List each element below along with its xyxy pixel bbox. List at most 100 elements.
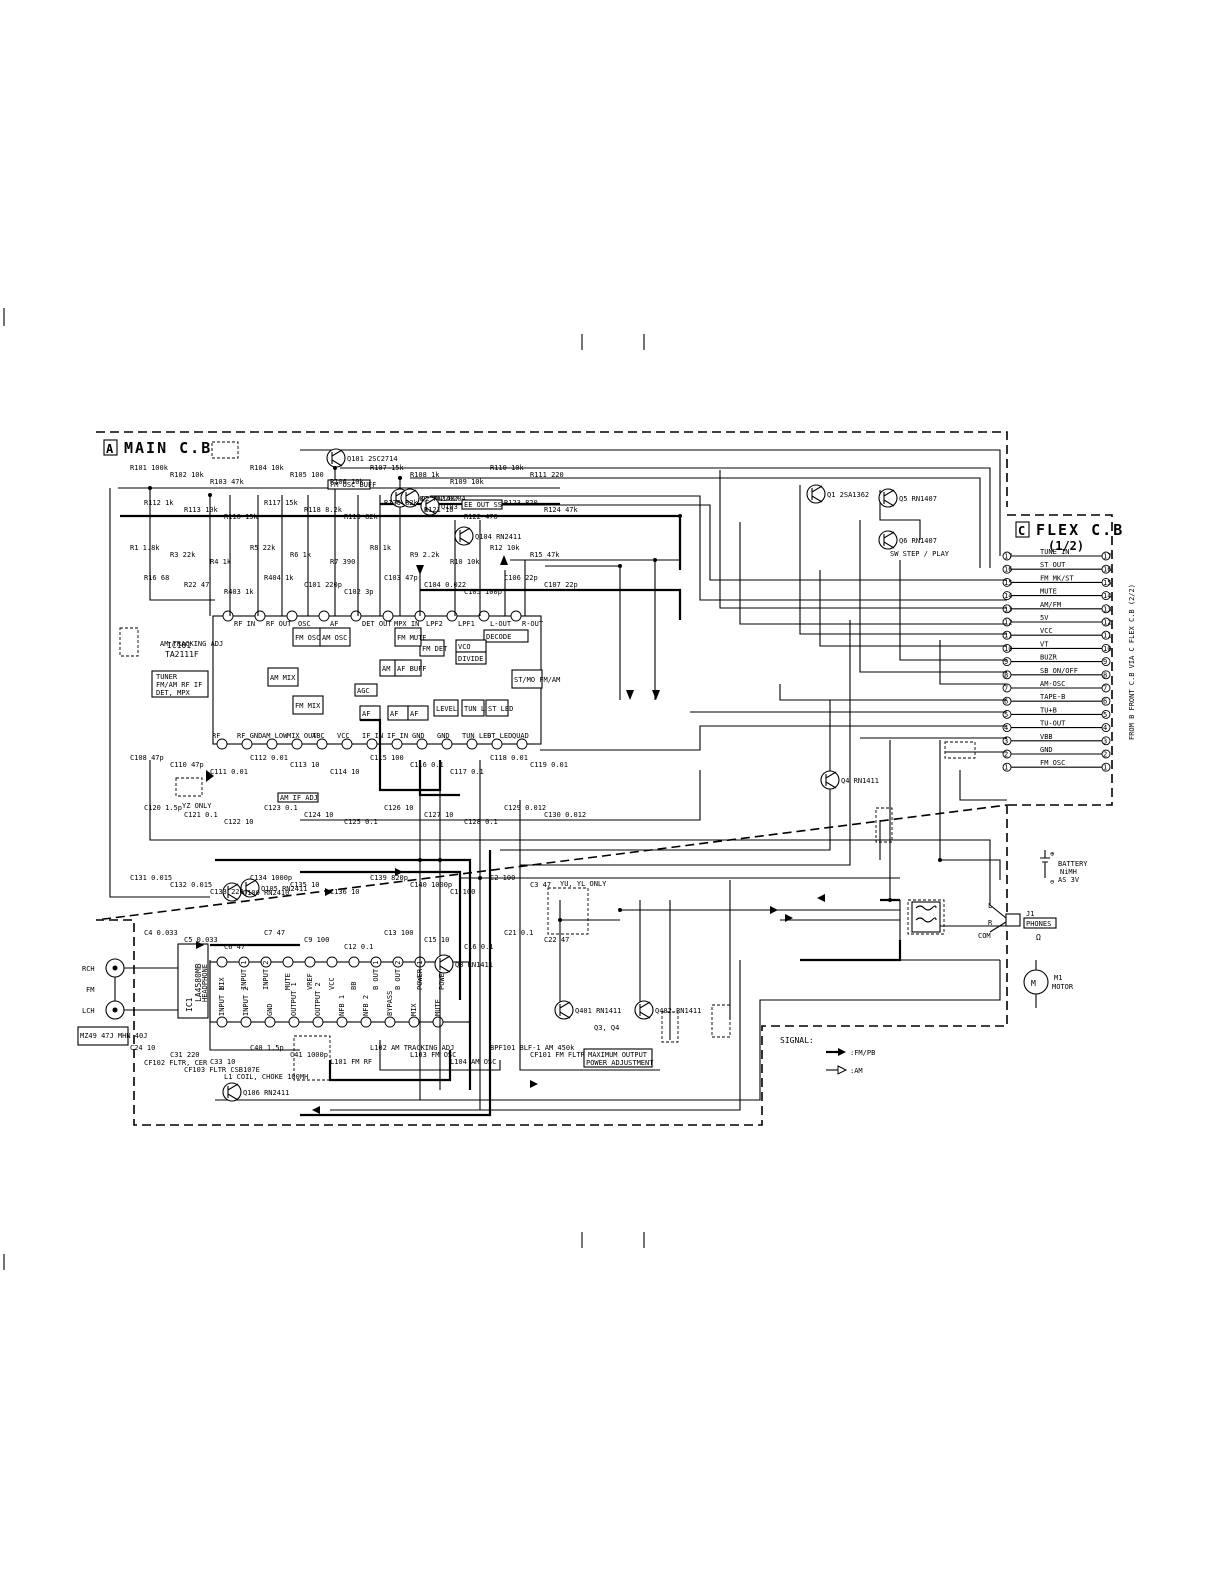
ic1-bottom-pin bbox=[408, 1016, 420, 1028]
component-label: R12 10k bbox=[490, 544, 520, 552]
ic1-top-pin bbox=[238, 956, 250, 968]
ic101-top-pin-label: MPX IN bbox=[394, 620, 419, 628]
ic1-bottom-pin bbox=[312, 1016, 324, 1028]
flex-board-name: FLEX C.B bbox=[1036, 521, 1124, 539]
flex-pin-right bbox=[1101, 736, 1111, 746]
component-label: R106 10k bbox=[330, 478, 365, 486]
ic1-top-pin-label: BB bbox=[350, 982, 358, 990]
ic101-block-label: AF bbox=[410, 710, 418, 718]
junctions bbox=[148, 466, 942, 922]
ic101-desc-1: TUNER bbox=[156, 673, 178, 681]
ic101-bottom-pin-label: RF bbox=[212, 732, 220, 740]
component-label: C5 0.033 bbox=[184, 936, 218, 944]
ic101-bottom-pin bbox=[491, 738, 503, 750]
component-label: C102 3p bbox=[344, 588, 374, 596]
battery-spec: NiMH bbox=[1060, 868, 1077, 876]
phones-label: PHONES bbox=[1026, 920, 1051, 928]
flex-pin-right bbox=[1101, 591, 1111, 601]
flex-pin-right bbox=[1101, 617, 1111, 627]
flex-pin-number-left: 12 bbox=[1004, 619, 1012, 627]
flex-pin-number-left: 11 bbox=[1004, 632, 1012, 640]
transistor-label: Q105 RN2411 bbox=[261, 885, 307, 893]
ic101-bottom-pin bbox=[366, 738, 378, 750]
component-label: C135 10 bbox=[290, 881, 320, 889]
ic101-block bbox=[319, 627, 351, 647]
ic101-top-pin bbox=[254, 610, 266, 622]
ic101-block-label: AM OSC bbox=[322, 634, 347, 642]
am-tracking-tag: AM TRACKING ADJ bbox=[160, 640, 223, 648]
ic101-block-label: AGC bbox=[357, 687, 370, 695]
component-label: C131 0.015 bbox=[130, 874, 172, 882]
component-label: C121 0.1 bbox=[184, 811, 218, 819]
phones-r: R bbox=[988, 919, 993, 927]
component-label: C40 1.5p bbox=[250, 1044, 284, 1052]
transistor-label: Q2 RN1407 bbox=[421, 495, 459, 503]
flex-pin-right bbox=[1101, 696, 1111, 706]
component-label: C119 0.01 bbox=[530, 761, 568, 769]
ic1-top-pin bbox=[326, 956, 338, 968]
ic101-bottom-pin bbox=[391, 738, 403, 750]
ic101-block-label: FM OSC bbox=[295, 634, 320, 642]
flex-pin-right bbox=[1101, 551, 1111, 561]
phones-jack: J1 PHONES Ω L R COM bbox=[978, 902, 1057, 942]
ic101-bottom-pin-label: IF IN bbox=[362, 732, 383, 740]
ic101-part: TA2111F bbox=[165, 650, 199, 659]
ic101-block bbox=[483, 629, 529, 643]
ic1-top-pin bbox=[304, 956, 316, 968]
ic1-bottom-pin-label: GND bbox=[266, 1003, 274, 1016]
component-label: C122 10 bbox=[224, 818, 254, 826]
crop-marks bbox=[3, 308, 645, 1270]
max-output-line1: MAXIMUM OUTPUT bbox=[588, 1051, 648, 1059]
component-label: R117 15k bbox=[264, 499, 299, 507]
ic101-bottom-pin-label: ST LED bbox=[487, 732, 512, 740]
transistor: Q401 RN1411 bbox=[554, 1000, 621, 1020]
ic101-top-pin bbox=[286, 610, 298, 622]
ic1-name: IC1 bbox=[185, 997, 194, 1012]
ic101-bottom-pin-label: MIX OUT bbox=[287, 732, 317, 740]
component-label: C103 47p bbox=[384, 574, 418, 582]
component-label: R1 1.8k bbox=[130, 544, 160, 552]
component-label: R9 2.2k bbox=[410, 551, 440, 559]
component-label: C12 0.1 bbox=[344, 943, 374, 951]
flex-pin-number-right: 1 bbox=[1103, 764, 1107, 772]
yu-yl-only-note: YU, YL ONLY bbox=[560, 880, 607, 888]
ic101-top-pin bbox=[510, 610, 522, 622]
motor-name: MOTOR bbox=[1052, 983, 1074, 991]
ic1-bottom-pin bbox=[360, 1016, 372, 1028]
ic101-top-pin bbox=[478, 610, 490, 622]
ic101-bottom-pin-label: IF IN bbox=[387, 732, 408, 740]
component-label: R3 22k bbox=[170, 551, 196, 559]
legend-title: SIGNAL: bbox=[780, 1036, 814, 1045]
component-label: R4 1k bbox=[210, 558, 232, 566]
flex-pin-left bbox=[1002, 696, 1012, 706]
component-label: C132 0.015 bbox=[170, 881, 212, 889]
component-label: C125 0.1 bbox=[344, 818, 378, 826]
am-if-adj-tag: AM IF ADJ bbox=[280, 794, 318, 802]
component-label: C107 22p bbox=[544, 581, 578, 589]
ic101-block-label: VCO bbox=[458, 643, 471, 651]
flex-pin-number-right: 2 bbox=[1103, 751, 1107, 759]
ic1-top-pin-label: MUTE bbox=[284, 973, 292, 990]
transistor: Q101 2SC2714 bbox=[326, 448, 398, 468]
ic1-bottom-pin-label: NFB 1 bbox=[338, 995, 346, 1016]
flex-pin-right bbox=[1101, 762, 1111, 772]
option-boxes bbox=[119, 441, 976, 1081]
signal-paths bbox=[120, 502, 902, 1117]
ic101-block-label: DECODE bbox=[486, 633, 511, 641]
ic101-bottom-pin bbox=[266, 738, 278, 750]
flex-pin-number-right: 5 bbox=[1103, 711, 1107, 719]
component-label: C127 10 bbox=[424, 811, 454, 819]
ic101-bottom-pin bbox=[516, 738, 528, 750]
ic101-bottom-pin-label: GND bbox=[437, 732, 450, 740]
flex-pin-number-right: 12 bbox=[1103, 619, 1111, 627]
flex-signal-label: MUTE bbox=[1040, 588, 1057, 596]
component-label: L1 COIL, CHOKE 100MH bbox=[224, 1073, 308, 1081]
component-label: R119 82k bbox=[344, 513, 379, 521]
ic1-bottom-pin-label: MUTE bbox=[434, 999, 442, 1016]
ic1-desc-1: HEADPHONE bbox=[201, 964, 209, 1002]
phones-symbol: Ω bbox=[1036, 933, 1041, 942]
lch-label: LCH bbox=[82, 1007, 95, 1015]
component-label: C101 220p bbox=[304, 581, 342, 589]
